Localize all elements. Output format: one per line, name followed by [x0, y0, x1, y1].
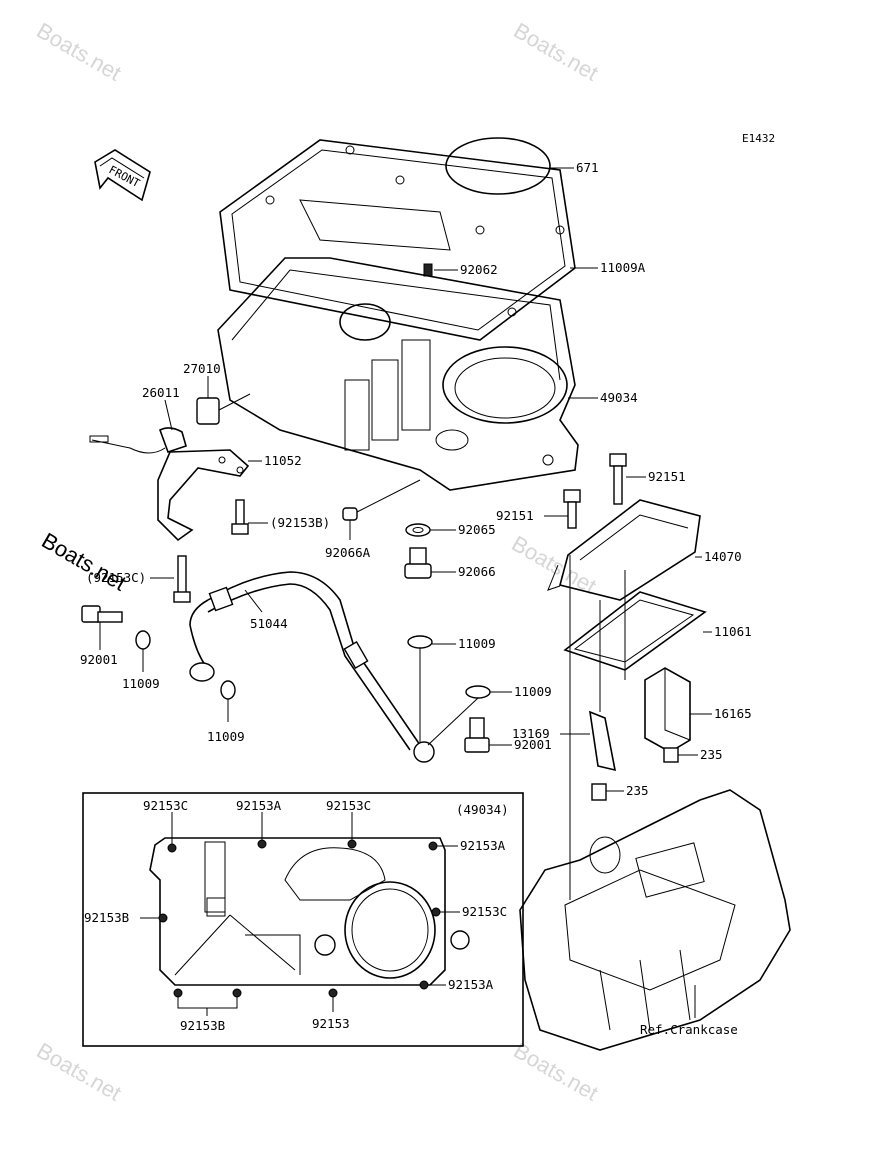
callout-92151-left: 92151 [496, 508, 534, 523]
watermark-top-left: Boats.net [33, 18, 126, 86]
inset-callout-92153A-right-2: 92153A [448, 977, 494, 992]
callout-92062: 92062 [460, 262, 498, 277]
oil-screen-16165: 16165 [644, 667, 752, 753]
inset-callout-92153B-left: 92153B [84, 910, 129, 925]
front-arrow-icon: FRONT [94, 149, 151, 202]
watermark-bottom-left: Boats.net [33, 1038, 126, 1106]
inset-frame [82, 792, 524, 1047]
washer-11009-b: 11009 [207, 680, 245, 744]
bolt-92151-left: 92151 [496, 489, 581, 529]
callout-13169: 13169 [512, 726, 550, 741]
callout-92153C-paren: (92153C) [86, 570, 146, 585]
callout-14070: 14070 [704, 549, 742, 564]
watermark-dark: Boats.net [38, 528, 131, 596]
sensor-lead-26011: 26011 [89, 385, 187, 454]
callout-92066: 92066 [458, 564, 496, 579]
inset-callout-92153C-right: 92153C [462, 904, 507, 919]
oil-pan-49034: 49034 [217, 257, 638, 491]
callout-671: 671 [576, 160, 599, 175]
bolt-92153C: (92153C) [86, 555, 191, 603]
bolt-92153B: (92153B) [231, 499, 330, 535]
inset-oil-pan-bottom-view: (49034) 92153C 92153A 92153C 92153A 9215… [82, 792, 524, 1047]
inset-title: (49034) [456, 802, 509, 817]
drain-plug-92066A: 92066A [325, 479, 421, 560]
callout-11009A: 11009A [600, 260, 646, 275]
dowel-pin-92062: 92062 [423, 262, 498, 277]
callout-235-b: 235 [626, 783, 649, 798]
callout-49034: 49034 [600, 390, 638, 405]
callout-92153B-paren: (92153B) [270, 515, 330, 530]
callout-92065: 92065 [458, 522, 496, 537]
callout-92001-right: 92001 [514, 737, 552, 752]
callout-11009-b: 11009 [207, 729, 245, 744]
inset-callout-92153B-bottom: 92153B [180, 1018, 225, 1033]
callout-11009-c: 11009 [458, 636, 496, 651]
plug-92066: 92066 [404, 547, 496, 579]
washer-11009-d: 11009 [427, 684, 552, 746]
inset-callout-92153C-2: 92153C [326, 798, 371, 813]
diagram-code: E1432 [742, 132, 775, 145]
baffle-plate-14070: 14070 [547, 499, 742, 601]
bracket-11052: 11052 [157, 449, 302, 542]
callout-11009-d: 11009 [514, 684, 552, 699]
bolt-92151-top: 92151 [609, 453, 686, 505]
callout-27010: 27010 [183, 361, 221, 376]
inset-callout-92153C-1: 92153C [143, 798, 188, 813]
o-ring-671: 671 [445, 137, 599, 195]
callout-51044: 51044 [250, 616, 288, 631]
banjo-bolt-92001-left: 92001 [80, 605, 123, 667]
callout-11061: 11061 [714, 624, 752, 639]
callout-ref-crankcase: Ref.Crankcase [640, 1022, 738, 1037]
watermark-bottom-right: Boats.net [510, 1038, 603, 1106]
gasket-11061: 11061 [563, 591, 752, 671]
callout-235-a: 235 [700, 747, 723, 762]
callout-11052: 11052 [264, 453, 302, 468]
inset-callout-92153A-1: 92153A [236, 798, 282, 813]
washer-11009-c: 11009 [407, 635, 496, 742]
front-arrow-label: FRONT [107, 163, 143, 190]
plate-13169: 13169 [512, 710, 617, 772]
washer-11009-a: 11009 [122, 630, 160, 691]
watermark-top-right: Boats.net [510, 18, 603, 86]
oil-pipe-51044: 51044 [189, 571, 435, 763]
callout-11009-a: 11009 [122, 676, 160, 691]
washer-92065: 92065 [405, 522, 496, 537]
oil-pressure-switch-27010: 27010 [183, 361, 251, 425]
banjo-bolt-92001-right: 92001 [464, 717, 552, 753]
callout-92151-top: 92151 [648, 469, 686, 484]
screw-235-b: 235 [591, 783, 649, 801]
callout-92001-left: 92001 [80, 652, 118, 667]
callout-26011: 26011 [142, 385, 180, 400]
screw-235-a: 235 [663, 747, 723, 763]
oil-pan-gasket: 11009A [219, 139, 646, 341]
callout-92066A: 92066A [325, 545, 371, 560]
callout-16165: 16165 [714, 706, 752, 721]
inset-callout-92153A-right-1: 92153A [460, 838, 506, 853]
inset-callout-92153: 92153 [312, 1016, 350, 1031]
crankcase-ref: Ref.Crankcase [519, 789, 791, 1051]
